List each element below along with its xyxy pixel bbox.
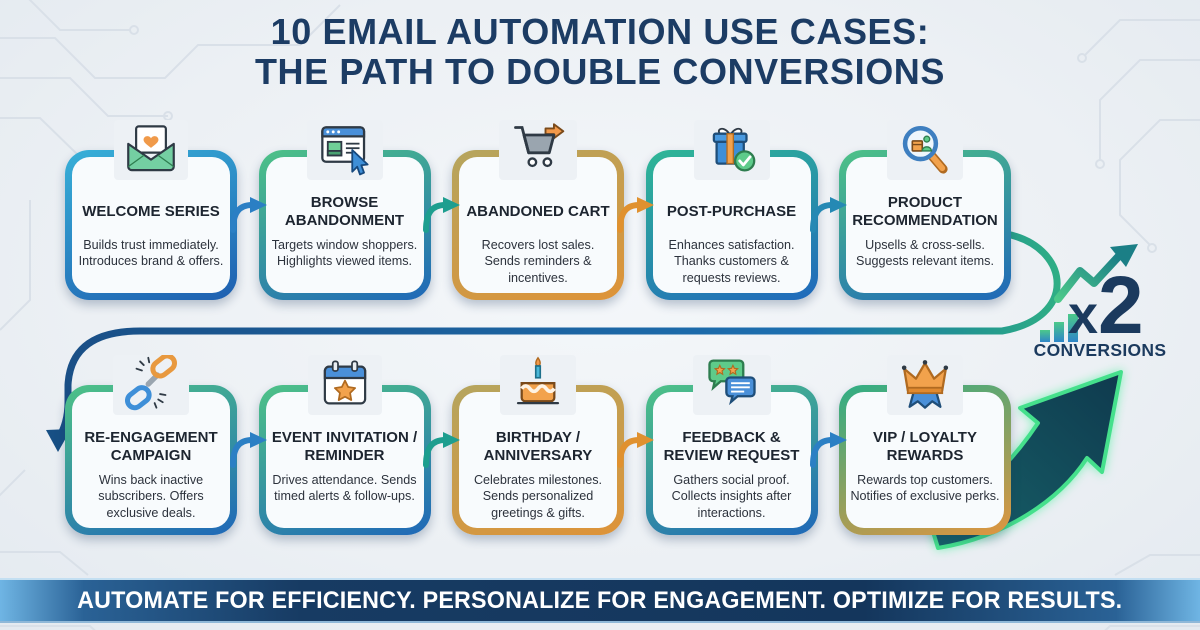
- title-line-2: THE PATH TO DOUBLE CONVERSIONS: [254, 50, 946, 92]
- crown-ribbon-icon: [887, 355, 963, 415]
- usecase-card-3: ABANDONED CART Recovers lost sales. Sends…: [452, 120, 624, 300]
- card-title: POST-PURCHASE: [666, 203, 797, 220]
- card-title: ABANDONED CART: [466, 203, 610, 220]
- card-description: Rewards top customers. Notifies of exclu…: [850, 473, 1000, 504]
- usecase-card-10: VIP / LOYALTY REWARDS Rewards top custome…: [839, 355, 1011, 535]
- multiplier-text: x 2: [1068, 260, 1144, 351]
- card-title: FEEDBACK & REVIEW REQUEST: [663, 429, 800, 464]
- card-description: Recovers lost sales. Sends reminders & i…: [481, 238, 595, 285]
- flow-arrow: [616, 385, 654, 535]
- row-2: RE-ENGAGEMENT CAMPAIGN Wins back inactive…: [65, 353, 1011, 535]
- row-1: WELCOME SERIES Builds trust immediately. …: [65, 120, 1011, 300]
- multiplier-prefix: x: [1068, 285, 1099, 345]
- trend-arrow-icon: [1054, 244, 1138, 303]
- birthday-cake-icon: [500, 355, 576, 415]
- flow-arrow: [616, 150, 654, 300]
- flow-arrow: [810, 385, 848, 535]
- flow-arrow: [810, 150, 848, 300]
- card-description: Gathers social proof. Collects insights …: [671, 473, 792, 520]
- usecase-card-8: BIRTHDAY / ANNIVERSARY Celebrates milesto…: [452, 355, 624, 535]
- card-description: Drives attendance. Sends timed alerts & …: [272, 473, 417, 504]
- usecase-card-7: EVENT INVITATION / REMINDER Drives attend…: [258, 355, 431, 535]
- usecase-card-4: POST-PURCHASE Enhances satisfaction. Than…: [645, 120, 818, 300]
- card-description: Builds trust immediately. Introduces bra…: [78, 238, 224, 269]
- multiplier-value: 2: [1098, 260, 1144, 351]
- flow-arrow: [229, 385, 267, 535]
- card-title: EVENT INVITATION / REMINDER: [271, 429, 418, 464]
- envelope-heart-icon: [114, 120, 188, 180]
- usecase-card-1: WELCOME SERIES Builds trust immediately. …: [65, 120, 237, 300]
- card-title: BIRTHDAY / ANNIVERSARY: [483, 429, 593, 464]
- conversions-callout: x 2 CONVERSIONS: [1020, 243, 1180, 368]
- conversions-label: CONVERSIONS: [1033, 340, 1167, 360]
- usecase-card-2: BROWSE ABANDONMENT Targets window shopper…: [258, 120, 431, 300]
- magnifier-product-icon: [887, 120, 963, 180]
- usecase-card-5: PRODUCT RECOMMENDATION Upsells & cross-se…: [839, 120, 1011, 300]
- card-description: Enhances satisfaction. Thanks customers …: [668, 238, 795, 285]
- card-description: Wins back inactive subscribers. Offers e…: [98, 473, 204, 520]
- card-description: Targets window shoppers. Highlights view…: [271, 238, 418, 269]
- bottom-banner: AUTOMATE FOR EFFICIENCY. PERSONALIZE FOR…: [0, 578, 1200, 623]
- usecase-card-9: FEEDBACK & REVIEW REQUEST Gathers social …: [645, 355, 818, 535]
- gift-check-icon: [693, 120, 770, 180]
- card-description: Celebrates milestones. Sends personalize…: [473, 473, 603, 520]
- card-title: WELCOME SERIES: [82, 203, 220, 220]
- cart-arrow-icon: [499, 120, 577, 180]
- flow-arrow: [229, 150, 267, 300]
- usecase-card-6: RE-ENGAGEMENT CAMPAIGN Wins back inactive…: [65, 353, 237, 535]
- broken-chain-icon: [113, 353, 189, 415]
- card-title: BROWSE ABANDONMENT: [284, 194, 405, 229]
- banner-text: AUTOMATE FOR EFFICIENCY. PERSONALIZE FOR…: [77, 586, 1123, 614]
- card-title: PRODUCT RECOMMENDATION: [852, 194, 998, 229]
- title-line-1: 10 EMAIL AUTOMATION USE CASES:: [270, 11, 930, 52]
- feedback-bubbles-icon: [692, 355, 771, 415]
- browser-cursor-icon: [306, 120, 383, 180]
- page-title: 10 EMAIL AUTOMATION USE CASES: THE PATH …: [0, 12, 1200, 91]
- flow-arrow: [423, 385, 461, 535]
- flow-arrow: [423, 150, 461, 300]
- card-description: Upsells & cross-sells. Suggests relevant…: [856, 238, 994, 269]
- calendar-star-icon: [307, 355, 382, 415]
- card-title: RE-ENGAGEMENT CAMPAIGN: [84, 429, 218, 464]
- card-title: VIP / LOYALTY REWARDS: [873, 429, 977, 464]
